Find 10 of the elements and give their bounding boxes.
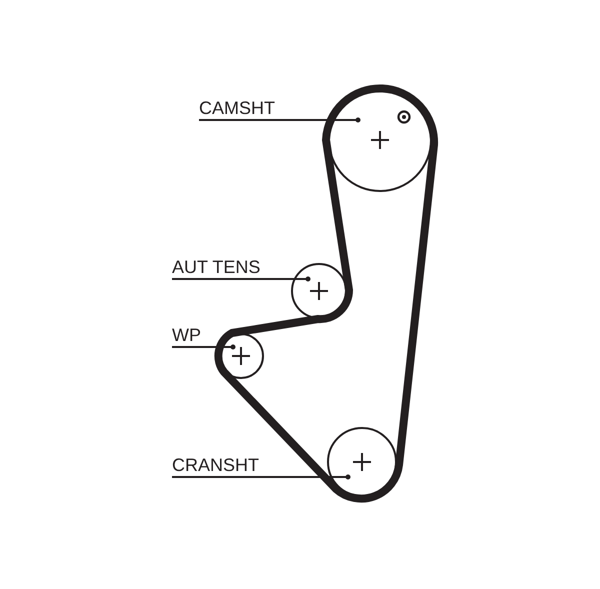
leader-line — [199, 118, 360, 122]
pulley — [291, 263, 347, 319]
part-label: AUT TENS — [172, 257, 260, 277]
leader-line — [172, 474, 350, 480]
pulley — [327, 427, 397, 497]
part-label: CAMSHT — [199, 98, 275, 118]
leader-line — [172, 276, 310, 282]
leader-line — [172, 344, 236, 350]
part-label: CRANSHT — [172, 455, 260, 475]
part-label: WP — [172, 325, 201, 345]
